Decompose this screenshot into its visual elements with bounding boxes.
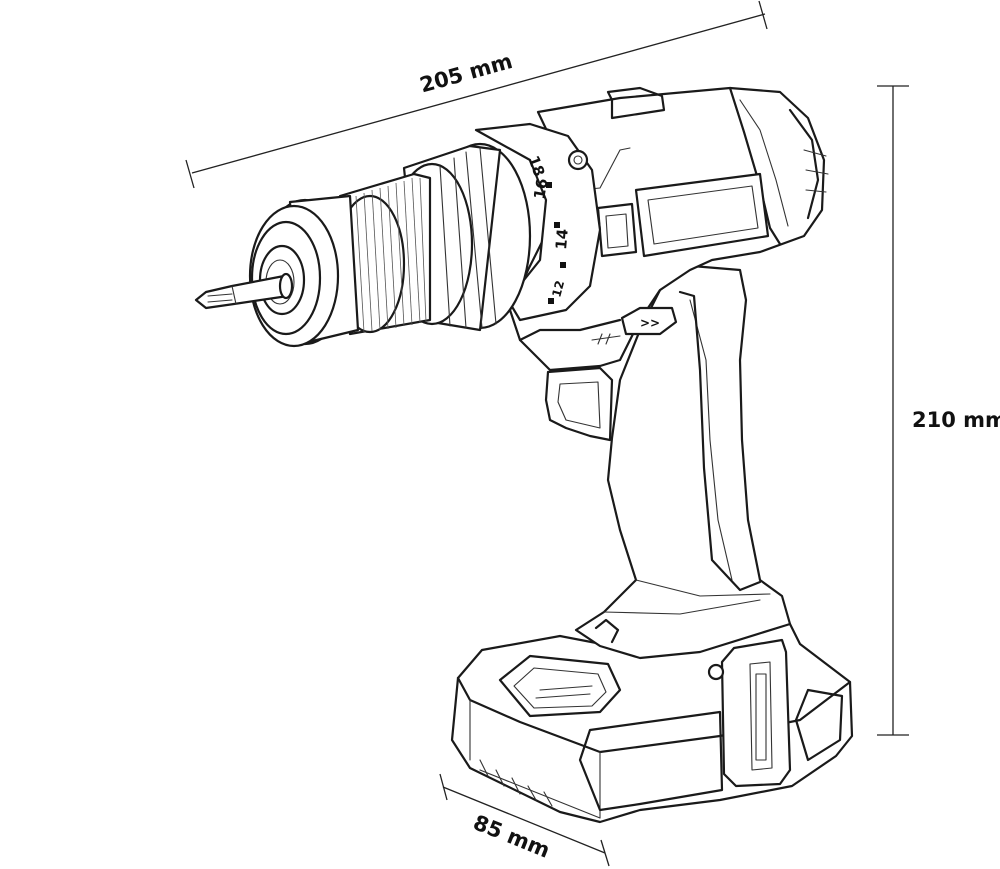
direction-switch <box>620 306 678 336</box>
clutch-ring: 18 16 14 12 <box>474 122 602 322</box>
height-dimension: 210 mm <box>877 85 1000 736</box>
length-label: 205 mm <box>417 49 515 97</box>
belt-clip <box>707 638 792 788</box>
direction-switch-symbol: >> <box>640 316 660 330</box>
height-label: 210 mm <box>912 408 1000 432</box>
chuck <box>248 142 532 348</box>
torque-mark-12: 12 <box>549 279 567 299</box>
motor-housing: >> <box>508 86 829 372</box>
trigger <box>544 366 614 442</box>
drill-illustration: >> 18 16 14 12 <box>194 86 854 824</box>
width-label: 85 mm <box>470 810 553 862</box>
torque-mark-14: 14 <box>552 228 572 250</box>
torque-mark-16: 16 <box>530 177 551 201</box>
driver-bit <box>194 272 294 310</box>
